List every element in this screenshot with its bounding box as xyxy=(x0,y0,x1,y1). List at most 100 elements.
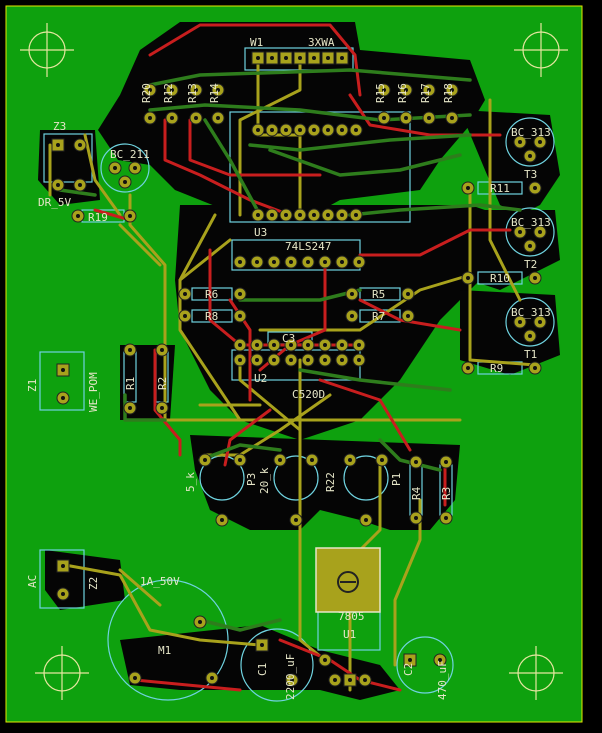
drill-hole xyxy=(194,116,198,120)
traces xyxy=(48,23,537,692)
drill-hole xyxy=(414,460,418,464)
r11-outline xyxy=(477,181,523,195)
label-bc313c: BC_313 xyxy=(511,306,551,319)
drill-hole xyxy=(348,458,352,462)
label-c2v: 470_uF xyxy=(436,660,449,700)
m1-outline xyxy=(107,579,229,701)
drill-hole xyxy=(354,213,358,217)
drill-hole xyxy=(238,314,242,318)
drill-hole xyxy=(183,314,187,318)
drill-hole xyxy=(357,358,361,362)
drill-hole xyxy=(256,213,260,217)
regulator-mount-hole xyxy=(337,571,359,593)
drill-hole xyxy=(216,116,220,120)
label-r22: R22 xyxy=(324,472,337,492)
label-u1: U1 xyxy=(343,628,356,641)
label-r2: R2 xyxy=(156,377,169,390)
z2-outline xyxy=(39,549,85,609)
label-c1: C1 xyxy=(256,663,269,676)
label-r1: R1 xyxy=(124,377,137,390)
drill-hole xyxy=(357,260,361,264)
drill-hole xyxy=(289,343,293,347)
drill-hole xyxy=(538,230,542,234)
label-r20: R20 xyxy=(140,83,153,103)
drill-hole xyxy=(340,358,344,362)
mounting-hole-top-right xyxy=(514,23,568,77)
r10-outline xyxy=(477,271,523,285)
drill-hole xyxy=(216,88,220,92)
drill-hole xyxy=(123,180,127,184)
drill-hole xyxy=(220,518,224,522)
traces-green xyxy=(58,68,522,632)
drill-hole xyxy=(364,518,368,522)
label-c2: C2 xyxy=(402,663,415,676)
bc313a-outline xyxy=(505,117,555,167)
drill-hole xyxy=(160,406,164,410)
label-z3: Z3 xyxy=(53,120,66,133)
drill-hole xyxy=(518,140,522,144)
drill-hole xyxy=(528,154,532,158)
drill-hole xyxy=(518,320,522,324)
drill-hole xyxy=(340,213,344,217)
drill-hole xyxy=(256,128,260,132)
drill-hole xyxy=(326,56,330,60)
drill-hole xyxy=(298,56,302,60)
drill-hole xyxy=(78,143,82,147)
drill-hole xyxy=(61,592,65,596)
drill-hole xyxy=(533,366,537,370)
drill-hole xyxy=(466,276,470,280)
drill-hole xyxy=(128,406,132,410)
drill-hole xyxy=(340,343,344,347)
label-t3: T3 xyxy=(524,168,537,181)
drill-hole xyxy=(128,214,132,218)
drill-hole xyxy=(323,260,327,264)
drill-hole xyxy=(406,292,410,296)
drill-hole xyxy=(255,260,259,264)
label-r16: R16 xyxy=(396,83,409,103)
drill-hole xyxy=(326,128,330,132)
drill-hole xyxy=(354,128,358,132)
label-reg: 7805 xyxy=(338,610,365,623)
drill-hole xyxy=(238,458,242,462)
drill-hole xyxy=(348,678,352,682)
drill-hole xyxy=(78,183,82,187)
label-dr: DR_5V xyxy=(38,196,71,209)
drill-hole xyxy=(238,343,242,347)
drill-hole xyxy=(170,88,174,92)
drill-hole xyxy=(255,358,259,362)
label-c1v: 2200_uF xyxy=(284,654,297,700)
drill-hole xyxy=(533,186,537,190)
p1-outline xyxy=(343,455,389,501)
label-r7: R7 xyxy=(372,310,385,323)
mounting-hole-top-left xyxy=(20,23,74,77)
label-bc313b: BC_313 xyxy=(511,216,551,229)
label-ac: AC xyxy=(26,575,39,588)
label-t1: T1 xyxy=(524,348,537,361)
drill-hole xyxy=(357,343,361,347)
label-r15: R15 xyxy=(374,83,387,103)
label-r3: R3 xyxy=(440,487,453,500)
label-r10: R10 xyxy=(490,272,510,285)
c2-outline xyxy=(396,636,454,694)
drill-hole xyxy=(382,116,386,120)
drill-hole xyxy=(284,128,288,132)
r22-outline xyxy=(273,455,319,501)
drill-hole xyxy=(310,458,314,462)
regulator-7805 xyxy=(315,547,381,613)
r6-outline xyxy=(191,287,233,301)
label-t2: T2 xyxy=(524,258,537,271)
drill-hole xyxy=(444,460,448,464)
drill-hole xyxy=(340,128,344,132)
drill-hole xyxy=(427,88,431,92)
c1-outline xyxy=(240,628,314,702)
label-m1: M1 xyxy=(158,644,171,657)
label-z1: Z1 xyxy=(26,379,39,392)
mounting-holes xyxy=(20,23,568,700)
drill-hole xyxy=(272,260,276,264)
drill-hole xyxy=(289,358,293,362)
drill-hole xyxy=(56,183,60,187)
drill-hole xyxy=(323,358,327,362)
drill-hole xyxy=(290,678,294,682)
mounting-hole-bottom-right xyxy=(509,646,563,700)
